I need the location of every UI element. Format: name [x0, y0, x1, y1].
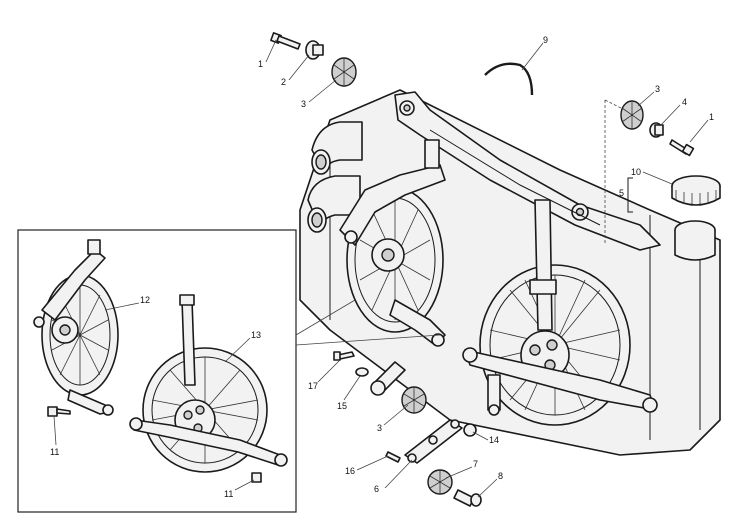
mounting-bracket [394, 91, 661, 251]
leader-lines [53, 39, 709, 498]
callout-3-top: 3 [301, 99, 306, 109]
bolt-16 [385, 451, 401, 463]
bolt-1-right [669, 139, 695, 157]
spacer-2 [305, 40, 324, 60]
hose-clip-9 [484, 62, 534, 96]
bolt-17 [333, 351, 355, 361]
callout-13: 13 [251, 330, 261, 340]
washer-15 [355, 367, 369, 377]
callout-8: 8 [498, 471, 503, 481]
callout-3-lower: 3 [377, 423, 382, 433]
callout-5: 5 [619, 188, 624, 198]
bolt-11-left [47, 406, 71, 417]
callout-16: 16 [345, 466, 355, 476]
callout-3-right: 3 [655, 84, 660, 94]
callout-12: 12 [140, 295, 150, 305]
radiator-cap [671, 175, 721, 206]
callout-labels: 1 2 3 9 3 4 1 10 5 12 13 17 15 3 14 16 7… [50, 35, 714, 499]
callout-17: 17 [308, 381, 318, 391]
bracket-link-lower [370, 361, 406, 396]
grommet-3-right [620, 100, 644, 130]
callout-15: 15 [337, 401, 347, 411]
left-fan-assembly [339, 139, 446, 347]
callout-1-right: 1 [709, 112, 714, 122]
spacer-4 [649, 122, 664, 138]
callout-1-top: 1 [258, 59, 263, 69]
spacer-8 [453, 489, 482, 507]
upper-hose-outlets [307, 121, 363, 233]
callout-14: 14 [489, 435, 499, 445]
callout-10: 10 [631, 167, 641, 177]
callout-4: 4 [682, 97, 687, 107]
radiator-filler-neck [674, 220, 716, 261]
bolt-1-top [270, 32, 301, 50]
callout-9: 9 [543, 35, 548, 45]
inset-detail-frame [17, 229, 297, 513]
grommet-3-lower [401, 386, 427, 414]
grommet-3-top [331, 57, 357, 87]
bolt-11-right [251, 472, 262, 483]
right-fan-assembly [462, 199, 658, 426]
callout-11-right: 11 [224, 489, 233, 499]
spacer-14 [463, 423, 477, 437]
inset-fan-12 [33, 239, 119, 416]
support-plate-6 [404, 419, 463, 464]
grommet-7 [427, 469, 453, 495]
inset-fan-13 [129, 294, 288, 473]
callout-7: 7 [473, 459, 478, 469]
callout-11-left: 11 [50, 447, 59, 457]
callout-2: 2 [281, 77, 286, 87]
callout-6: 6 [374, 484, 379, 494]
